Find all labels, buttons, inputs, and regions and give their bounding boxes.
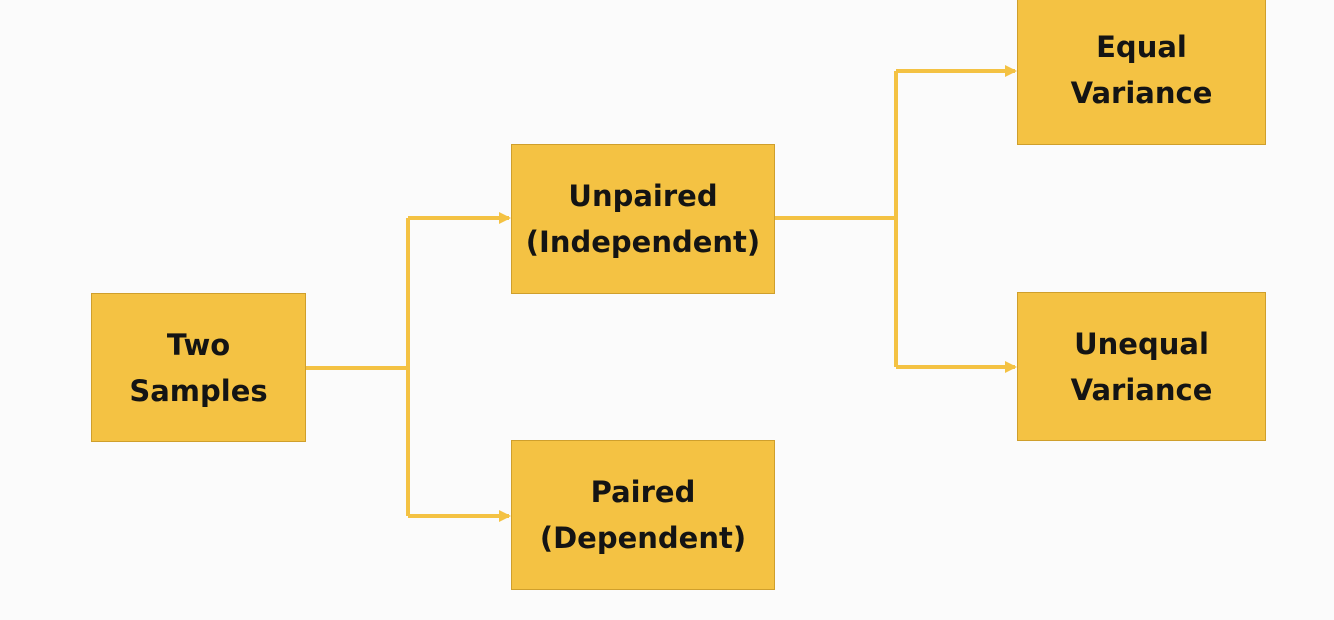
node-unequal-variance-line1: Unequal: [1074, 326, 1209, 361]
node-paired: Paired (Dependent): [511, 440, 775, 590]
node-paired-line1: Paired: [590, 475, 696, 509]
node-unequal-variance-line2: Variance: [1070, 372, 1213, 407]
node-unpaired-line2: (Independent): [525, 225, 761, 259]
node-unpaired: Unpaired (Independent): [511, 144, 775, 294]
node-two-samples-line2: Samples: [129, 373, 268, 408]
node-equal-variance: Equal Variance: [1017, 0, 1266, 145]
node-unpaired-line1: Unpaired: [568, 179, 718, 213]
node-unequal-variance: Unequal Variance: [1017, 292, 1266, 441]
node-two-samples-line1: Two: [166, 327, 231, 362]
node-two-samples: Two Samples: [91, 293, 306, 442]
node-paired-line2: (Dependent): [539, 521, 747, 555]
node-equal-variance-line2: Variance: [1070, 75, 1213, 110]
node-equal-variance-line1: Equal: [1096, 29, 1187, 64]
